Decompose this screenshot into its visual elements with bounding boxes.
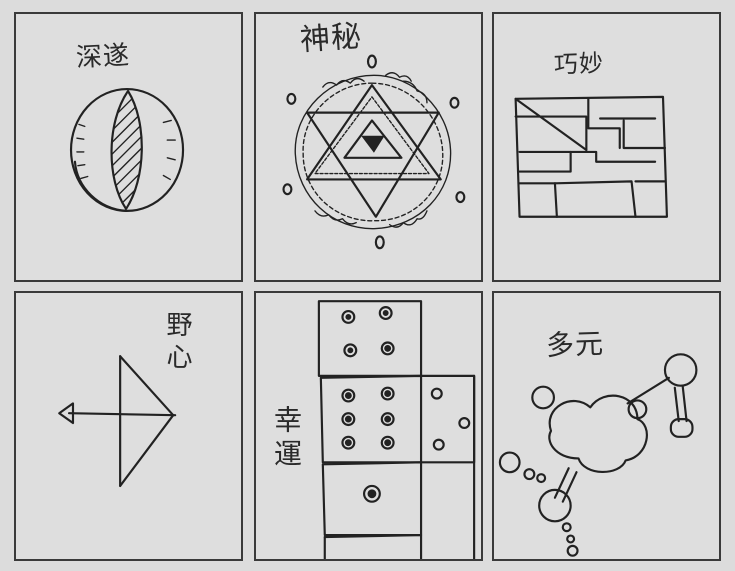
maze-puzzle-square-icon	[514, 95, 669, 218]
bow-and-arrow-icon	[58, 355, 177, 488]
panel-ingenious: 巧妙	[492, 12, 721, 282]
panel-caption-ambition: 野心	[162, 311, 192, 375]
striped-lens-sphere-icon	[69, 87, 185, 212]
mystic-triangle-circle-icon	[282, 54, 466, 250]
panel-luck: 幸運	[254, 291, 483, 561]
panel-depth: 深遂	[14, 12, 243, 282]
panel-ambition: 野心	[14, 291, 243, 561]
panel-mystery: 神秘	[254, 12, 483, 282]
panel-diversity: 多元	[492, 291, 721, 561]
molecule-structure-icon	[498, 353, 698, 557]
panel-caption-luck: 幸運	[270, 405, 303, 473]
dice-net-icon	[317, 300, 476, 559]
